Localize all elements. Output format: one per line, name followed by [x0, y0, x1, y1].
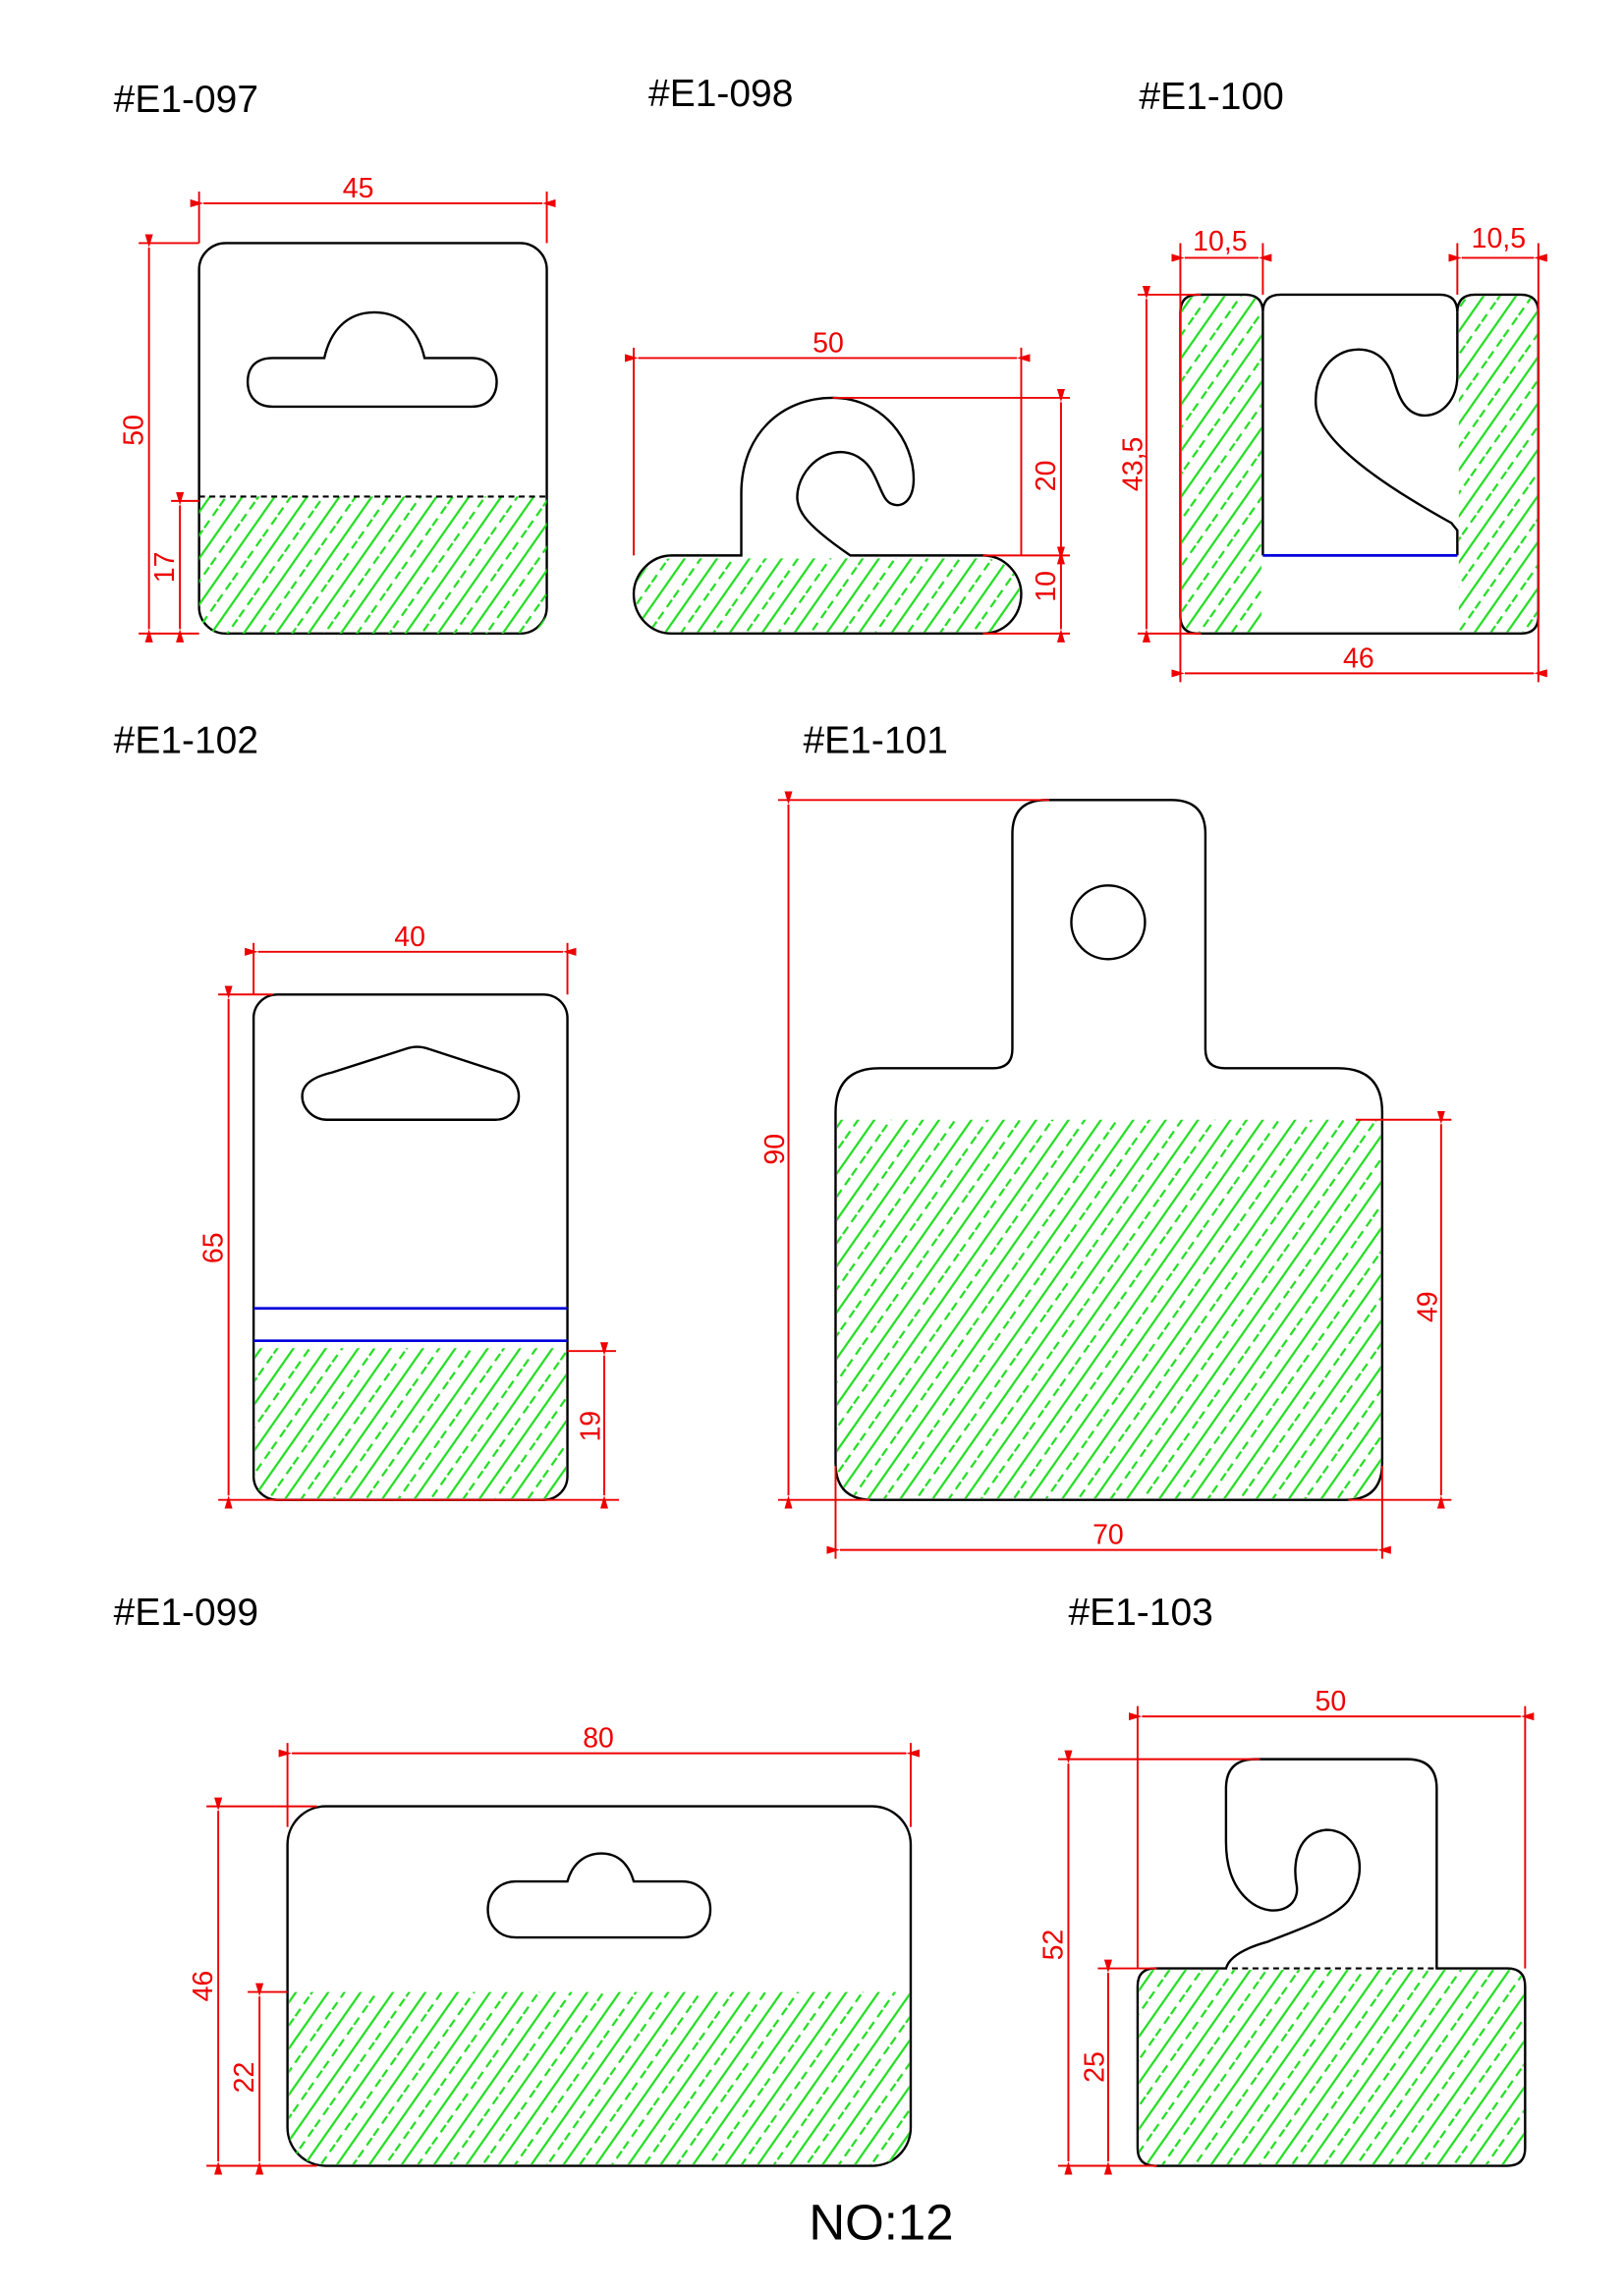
dim-height-text: 52 — [1037, 1930, 1069, 1961]
dim-height-text: 65 — [198, 1232, 230, 1263]
adhesive-area — [836, 1119, 1381, 1499]
dim-height-text: 43,5 — [1117, 437, 1148, 491]
dim-height-text: 90 — [759, 1134, 791, 1165]
adhesive-area — [289, 1991, 910, 2165]
part-label: #E1-098 — [648, 73, 793, 115]
dim-width-text: 80 — [583, 1723, 614, 1755]
adhesive-strip-left — [1181, 296, 1261, 633]
part-label: #E1-101 — [804, 719, 948, 761]
adhesive-strip-right — [1458, 296, 1538, 633]
part-label: #E1-100 — [1139, 76, 1283, 118]
euro-slot-hole — [246, 310, 498, 409]
dim-left-strip-text: 10,5 — [1193, 226, 1247, 257]
dim-width-text: 46 — [1343, 643, 1374, 674]
part-e1-097: #E1-097 45 50 17 — [114, 79, 556, 643]
dim-adhesive-text: 49 — [1412, 1291, 1443, 1322]
dim-hook-text: 20 — [1031, 461, 1062, 492]
part-e1-098: #E1-098 50 20 10 — [625, 73, 1070, 643]
part-e1-103: #E1-103 50 52 25 — [1037, 1592, 1535, 2175]
dim-adhesive-text: 17 — [149, 552, 181, 584]
adhesive-area — [198, 496, 547, 634]
part-label: #E1-102 — [114, 719, 258, 761]
part-label: #E1-099 — [114, 1592, 258, 1634]
dim-width-text: 40 — [394, 922, 425, 953]
part-label: #E1-097 — [114, 79, 258, 121]
part-e1-102: #E1-102 40 65 19 — [114, 719, 620, 1509]
round-hang-hole — [1070, 884, 1147, 961]
dim-base-text: 10 — [1031, 571, 1062, 602]
euro-slot-hole — [486, 1852, 712, 1939]
adhesive-area — [1139, 1970, 1524, 2165]
part-e1-100: #E1-100 10,5 10,5 43,5 46 — [1117, 76, 1547, 683]
part-e1-099: #E1-099 80 46 22 — [114, 1592, 920, 2175]
dim-right-strip-text: 10,5 — [1472, 223, 1526, 254]
delta-slot-hole — [301, 1045, 521, 1121]
dim-width-text: 50 — [812, 327, 844, 359]
hook-cutout — [1315, 311, 1459, 556]
dim-height-text: 50 — [119, 415, 150, 446]
dim-width-text: 45 — [343, 173, 374, 204]
dim-width-text: 70 — [1092, 1520, 1124, 1551]
dim-adhesive-text: 22 — [229, 2062, 260, 2094]
adhesive-area — [635, 558, 1020, 633]
dim-adhesive-text: 19 — [576, 1411, 607, 1442]
dim-width-text: 50 — [1316, 1686, 1347, 1717]
part-e1-101: #E1-101 90 49 70 — [759, 719, 1452, 1559]
adhesive-area — [254, 1348, 567, 1499]
dim-adhesive-text: 25 — [1079, 2051, 1110, 2083]
page-number: NO:12 — [809, 2195, 953, 2251]
dim-height-text: 46 — [188, 1971, 219, 2002]
part-label: #E1-103 — [1068, 1592, 1212, 1634]
